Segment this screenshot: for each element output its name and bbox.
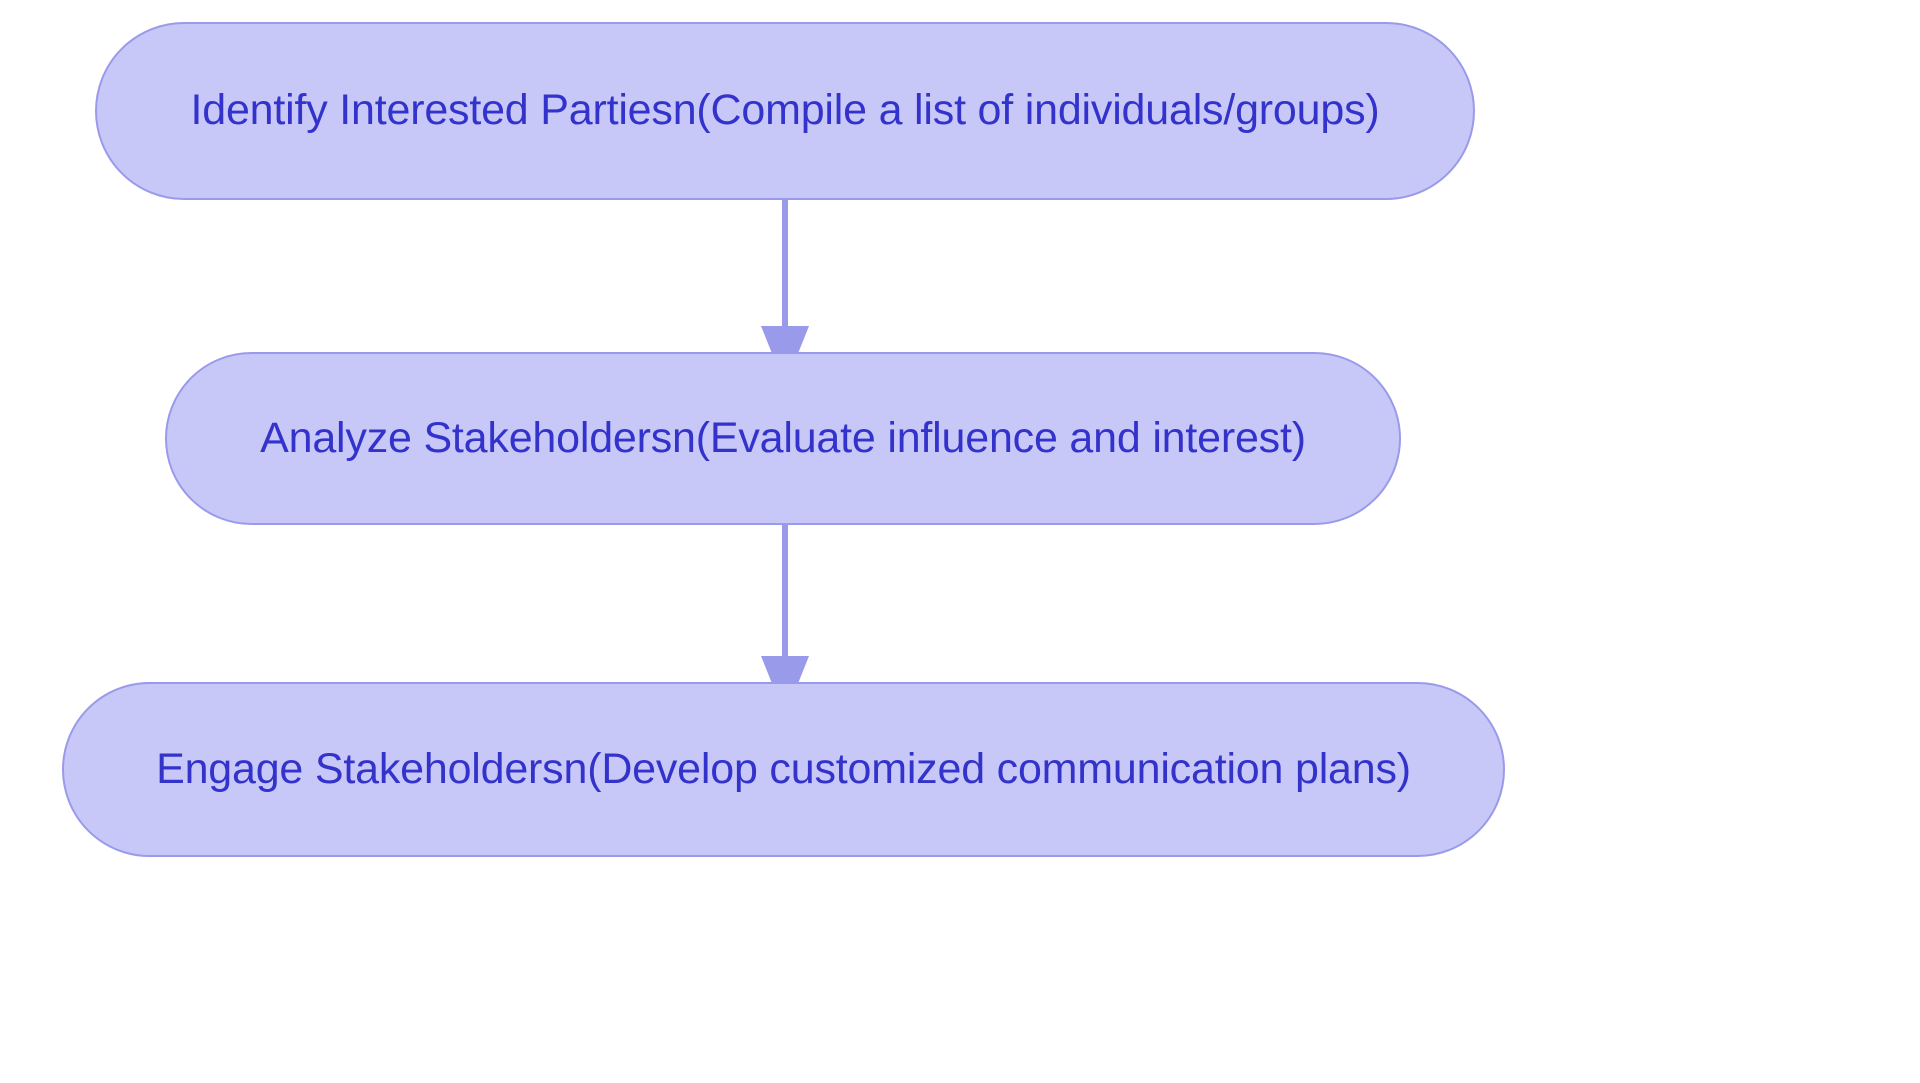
flow-node-identify-interested-parties[interactable]: Identify Interested Partiesn(Compile a l… <box>95 22 1475 200</box>
flow-node-label: Analyze Stakeholdersn(Evaluate influence… <box>260 413 1306 462</box>
flow-node-label: Identify Interested Partiesn(Compile a l… <box>190 86 1380 135</box>
flow-node-engage-stakeholders[interactable]: Engage Stakeholdersn(Develop customized … <box>62 682 1505 857</box>
flow-node-analyze-stakeholders[interactable]: Analyze Stakeholdersn(Evaluate influence… <box>165 352 1401 525</box>
flow-node-label: Engage Stakeholdersn(Develop customized … <box>156 744 1411 793</box>
